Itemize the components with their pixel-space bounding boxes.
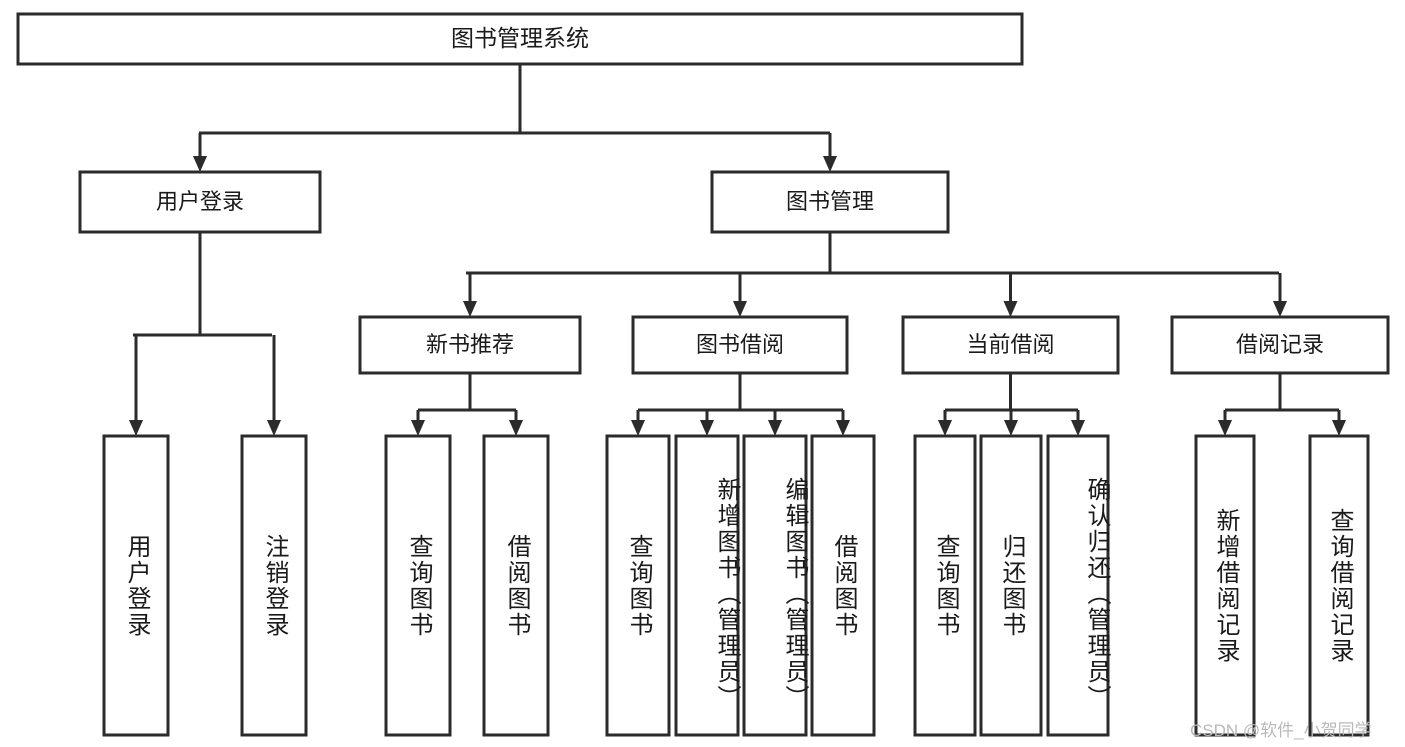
node-leaf-add-borrow-record[interactable] [1194, 434, 1256, 737]
node-box-leaf-query-book-current [913, 434, 977, 737]
node-box-leaf-edit-book [742, 434, 808, 737]
node-box-leaf-borrow-book [810, 434, 876, 737]
node-label-book-borrow: 图书借阅 [696, 332, 784, 357]
node-box-leaf-confirm-return [1046, 434, 1110, 737]
node-label-book-management: 图书管理 [786, 189, 874, 214]
node-label-borrow-record: 借阅记录 [1236, 332, 1324, 357]
node-label-user-login: 用户登录 [156, 189, 244, 214]
node-box-user-login [78, 170, 322, 234]
arrow-head-icon [1332, 420, 1346, 436]
arrow-head-icon [129, 420, 143, 436]
node-box-root [16, 12, 1024, 66]
node-box-book-management [710, 170, 950, 234]
node-box-borrow-record [1170, 315, 1390, 375]
connector-lines [129, 64, 1346, 436]
node-leaf-query-borrow-record[interactable] [1308, 434, 1370, 737]
node-box-leaf-add-book [674, 434, 740, 737]
node-leaf-user-login[interactable] [102, 434, 170, 737]
node-leaf-borrow-book-recommend[interactable] [482, 434, 550, 737]
node-label-current-borrow: 当前借阅 [966, 332, 1054, 357]
arrow-head-icon [267, 420, 281, 436]
node-box-leaf-query-borrow-record [1308, 434, 1370, 737]
node-box-leaf-query-book-recommend [384, 434, 452, 737]
node-leaf-borrow-book[interactable] [810, 434, 876, 737]
arrow-head-icon [768, 420, 782, 436]
watermark-text: CSDN @软件_小贺同学 [1190, 721, 1372, 740]
arrow-head-icon [1273, 301, 1287, 317]
arrow-head-icon [836, 420, 850, 436]
node-book-borrow[interactable]: 图书借阅 [631, 315, 849, 375]
node-label-root: 图书管理系统 [451, 25, 589, 51]
arrow-head-icon [1071, 420, 1085, 436]
arrow-head-icon [938, 420, 952, 436]
node-box-leaf-return-book [979, 434, 1043, 737]
node-leaf-logout-login[interactable] [240, 434, 308, 737]
node-book-management[interactable]: 图书管理 [710, 170, 950, 234]
arrow-head-icon [823, 156, 837, 172]
node-box-leaf-user-login [102, 434, 170, 737]
arrow-head-icon [733, 301, 747, 317]
arrow-head-icon [1218, 420, 1232, 436]
node-leaf-edit-book[interactable] [742, 434, 808, 737]
node-box-book-borrow [631, 315, 849, 375]
node-leaf-query-book-recommend[interactable] [384, 434, 452, 737]
node-new-book-recommend[interactable]: 新书推荐 [358, 315, 582, 375]
arrow-head-icon [509, 420, 523, 436]
node-leaf-query-book-current[interactable] [913, 434, 977, 737]
arrow-head-icon [193, 156, 207, 172]
node-root[interactable]: 图书管理系统 [16, 12, 1024, 66]
node-label-new-book-recommend: 新书推荐 [426, 332, 514, 357]
arrow-head-icon [1003, 301, 1018, 317]
node-current-borrow[interactable]: 当前借阅 [901, 315, 1120, 375]
arrow-head-icon [700, 420, 714, 436]
node-box-new-book-recommend [358, 315, 582, 375]
node-borrow-record[interactable]: 借阅记录 [1170, 315, 1390, 375]
node-box-leaf-borrow-book-recommend [482, 434, 550, 737]
node-box-current-borrow [901, 315, 1120, 375]
node-box-leaf-query-book-borrow [605, 434, 671, 737]
node-box-leaf-add-borrow-record [1194, 434, 1256, 737]
arrow-head-icon [631, 420, 645, 436]
arrow-head-icon [463, 301, 477, 317]
node-leaf-add-book[interactable] [674, 434, 740, 737]
arrow-head-icon [1004, 420, 1018, 436]
node-leaf-confirm-return[interactable] [1046, 434, 1110, 737]
node-leaf-query-book-borrow[interactable] [605, 434, 671, 737]
node-box-leaf-logout-login [240, 434, 308, 737]
arrow-head-icon [411, 420, 425, 436]
node-leaf-return-book[interactable] [979, 434, 1043, 737]
node-user-login[interactable]: 用户登录 [78, 170, 322, 234]
